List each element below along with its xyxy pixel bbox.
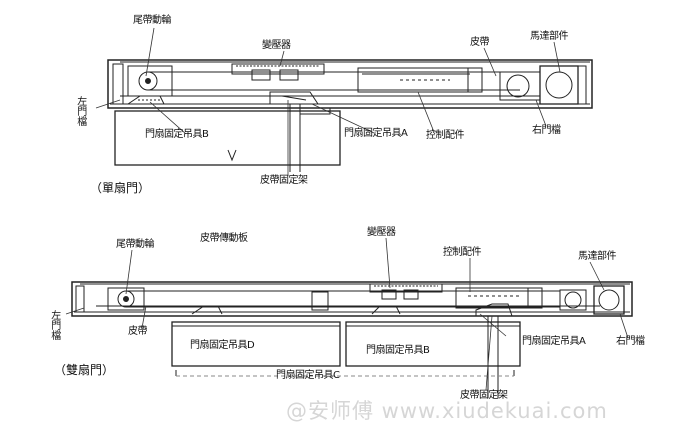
single-belt-bracket-label: 皮帶固定架 (260, 175, 308, 186)
single-tail-wheel-label: 尾帶動輪 (133, 15, 172, 26)
double-transformer-label: 變壓器 (367, 227, 396, 238)
double-door-leaf-left (171, 321, 341, 367)
single-door-caption: （單扇門） (90, 181, 151, 195)
double-belt-label: 皮帶 (128, 326, 148, 337)
single-transformer (231, 63, 325, 75)
double-left-stop-label: 左門檔 (51, 311, 61, 342)
double-motor-label: 馬達部件 (578, 251, 617, 262)
double-door-caption: （雙扇門） (54, 363, 115, 377)
double-hanger-d-label: 門扇固定吊具D (190, 340, 255, 351)
single-hanger-b-label: 門扇固定吊具B (145, 129, 209, 140)
single-right-stop-label: 右門檔 (532, 125, 561, 136)
single-header-rail (107, 59, 593, 109)
double-motor-box (593, 285, 625, 315)
double-belt-bracket-label: 皮帶固定架 (460, 390, 508, 401)
double-controller-label: 控制配件 (443, 247, 482, 258)
double-hanger-a-label: 門扇固定吊具A (522, 336, 586, 347)
double-belt-plate-label: 皮帶傳動板 (200, 233, 248, 244)
single-belt-bracket (269, 91, 319, 105)
single-motor-label: 馬達部件 (530, 31, 569, 42)
single-hanger-a-label: 門扇固定吊具A (344, 128, 408, 139)
double-hanger-c-label: 門扇固定吊具C (276, 370, 340, 381)
double-door-assembly (71, 281, 633, 398)
single-left-stop-label: 左門檔 (77, 97, 87, 128)
single-belt-label: 皮帶 (470, 37, 490, 48)
double-right-stop-label: 右門檔 (616, 336, 645, 347)
double-hanger-b-label: 門扇固定吊具B (366, 345, 430, 356)
single-controller-label: 控制配件 (426, 130, 465, 141)
double-tail-wheel-label: 尾帶動輪 (116, 239, 155, 250)
single-transformer-label: 變壓器 (262, 40, 291, 51)
double-belt-bracket (475, 303, 513, 317)
single-door-assembly (107, 59, 593, 172)
leader-lines (65, 27, 629, 391)
watermark-text: @安师傅 www.xiudekuai.com (286, 399, 608, 423)
double-transformer (369, 283, 443, 293)
double-header-rail (71, 281, 633, 317)
single-door-leaf (114, 110, 341, 166)
double-door-leaf-right (345, 321, 521, 367)
